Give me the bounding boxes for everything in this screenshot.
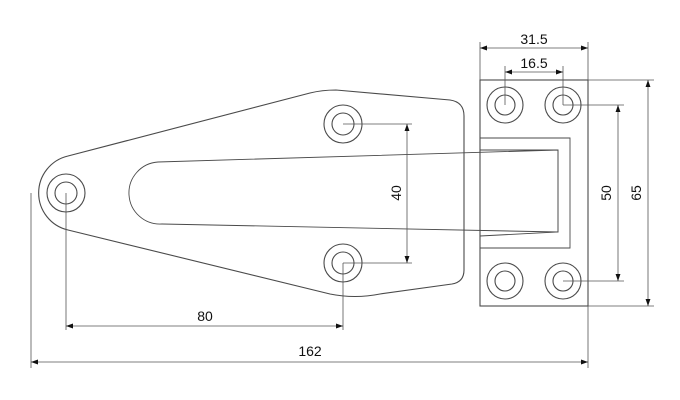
dim-hole-offset-label: 80 <box>197 308 213 324</box>
dim-plate-height-label: 65 <box>628 185 644 201</box>
dim-hole-spacing: 40 <box>343 123 412 264</box>
dim-plate-height: 65 <box>588 79 654 307</box>
plate-inner-slot <box>479 149 559 237</box>
dim-hole-offset: 80 <box>65 193 344 330</box>
dim-plate-hole-spacing-label: 16.5 <box>520 55 547 71</box>
plate-hinge-pocket <box>480 137 571 249</box>
dim-plate-width-label: 31.5 <box>520 31 547 47</box>
plate-hole-bottom-left <box>486 262 524 300</box>
arm-slot <box>128 149 559 233</box>
dim-hole-spacing-label: 40 <box>388 185 404 201</box>
arm-outline <box>38 89 465 298</box>
dim-plate-vertical-spacing-label: 50 <box>598 185 614 201</box>
dim-overall-length-label: 162 <box>298 343 322 359</box>
dim-plate-hole-spacing: 16.5 <box>504 55 564 105</box>
plate-outline <box>479 79 589 307</box>
dim-overall-length: 162 <box>30 193 589 368</box>
dim-plate-vertical-spacing: 50 <box>563 104 624 282</box>
dim-plate-width: 31.5 <box>479 31 589 80</box>
mounting-plate <box>479 79 589 307</box>
